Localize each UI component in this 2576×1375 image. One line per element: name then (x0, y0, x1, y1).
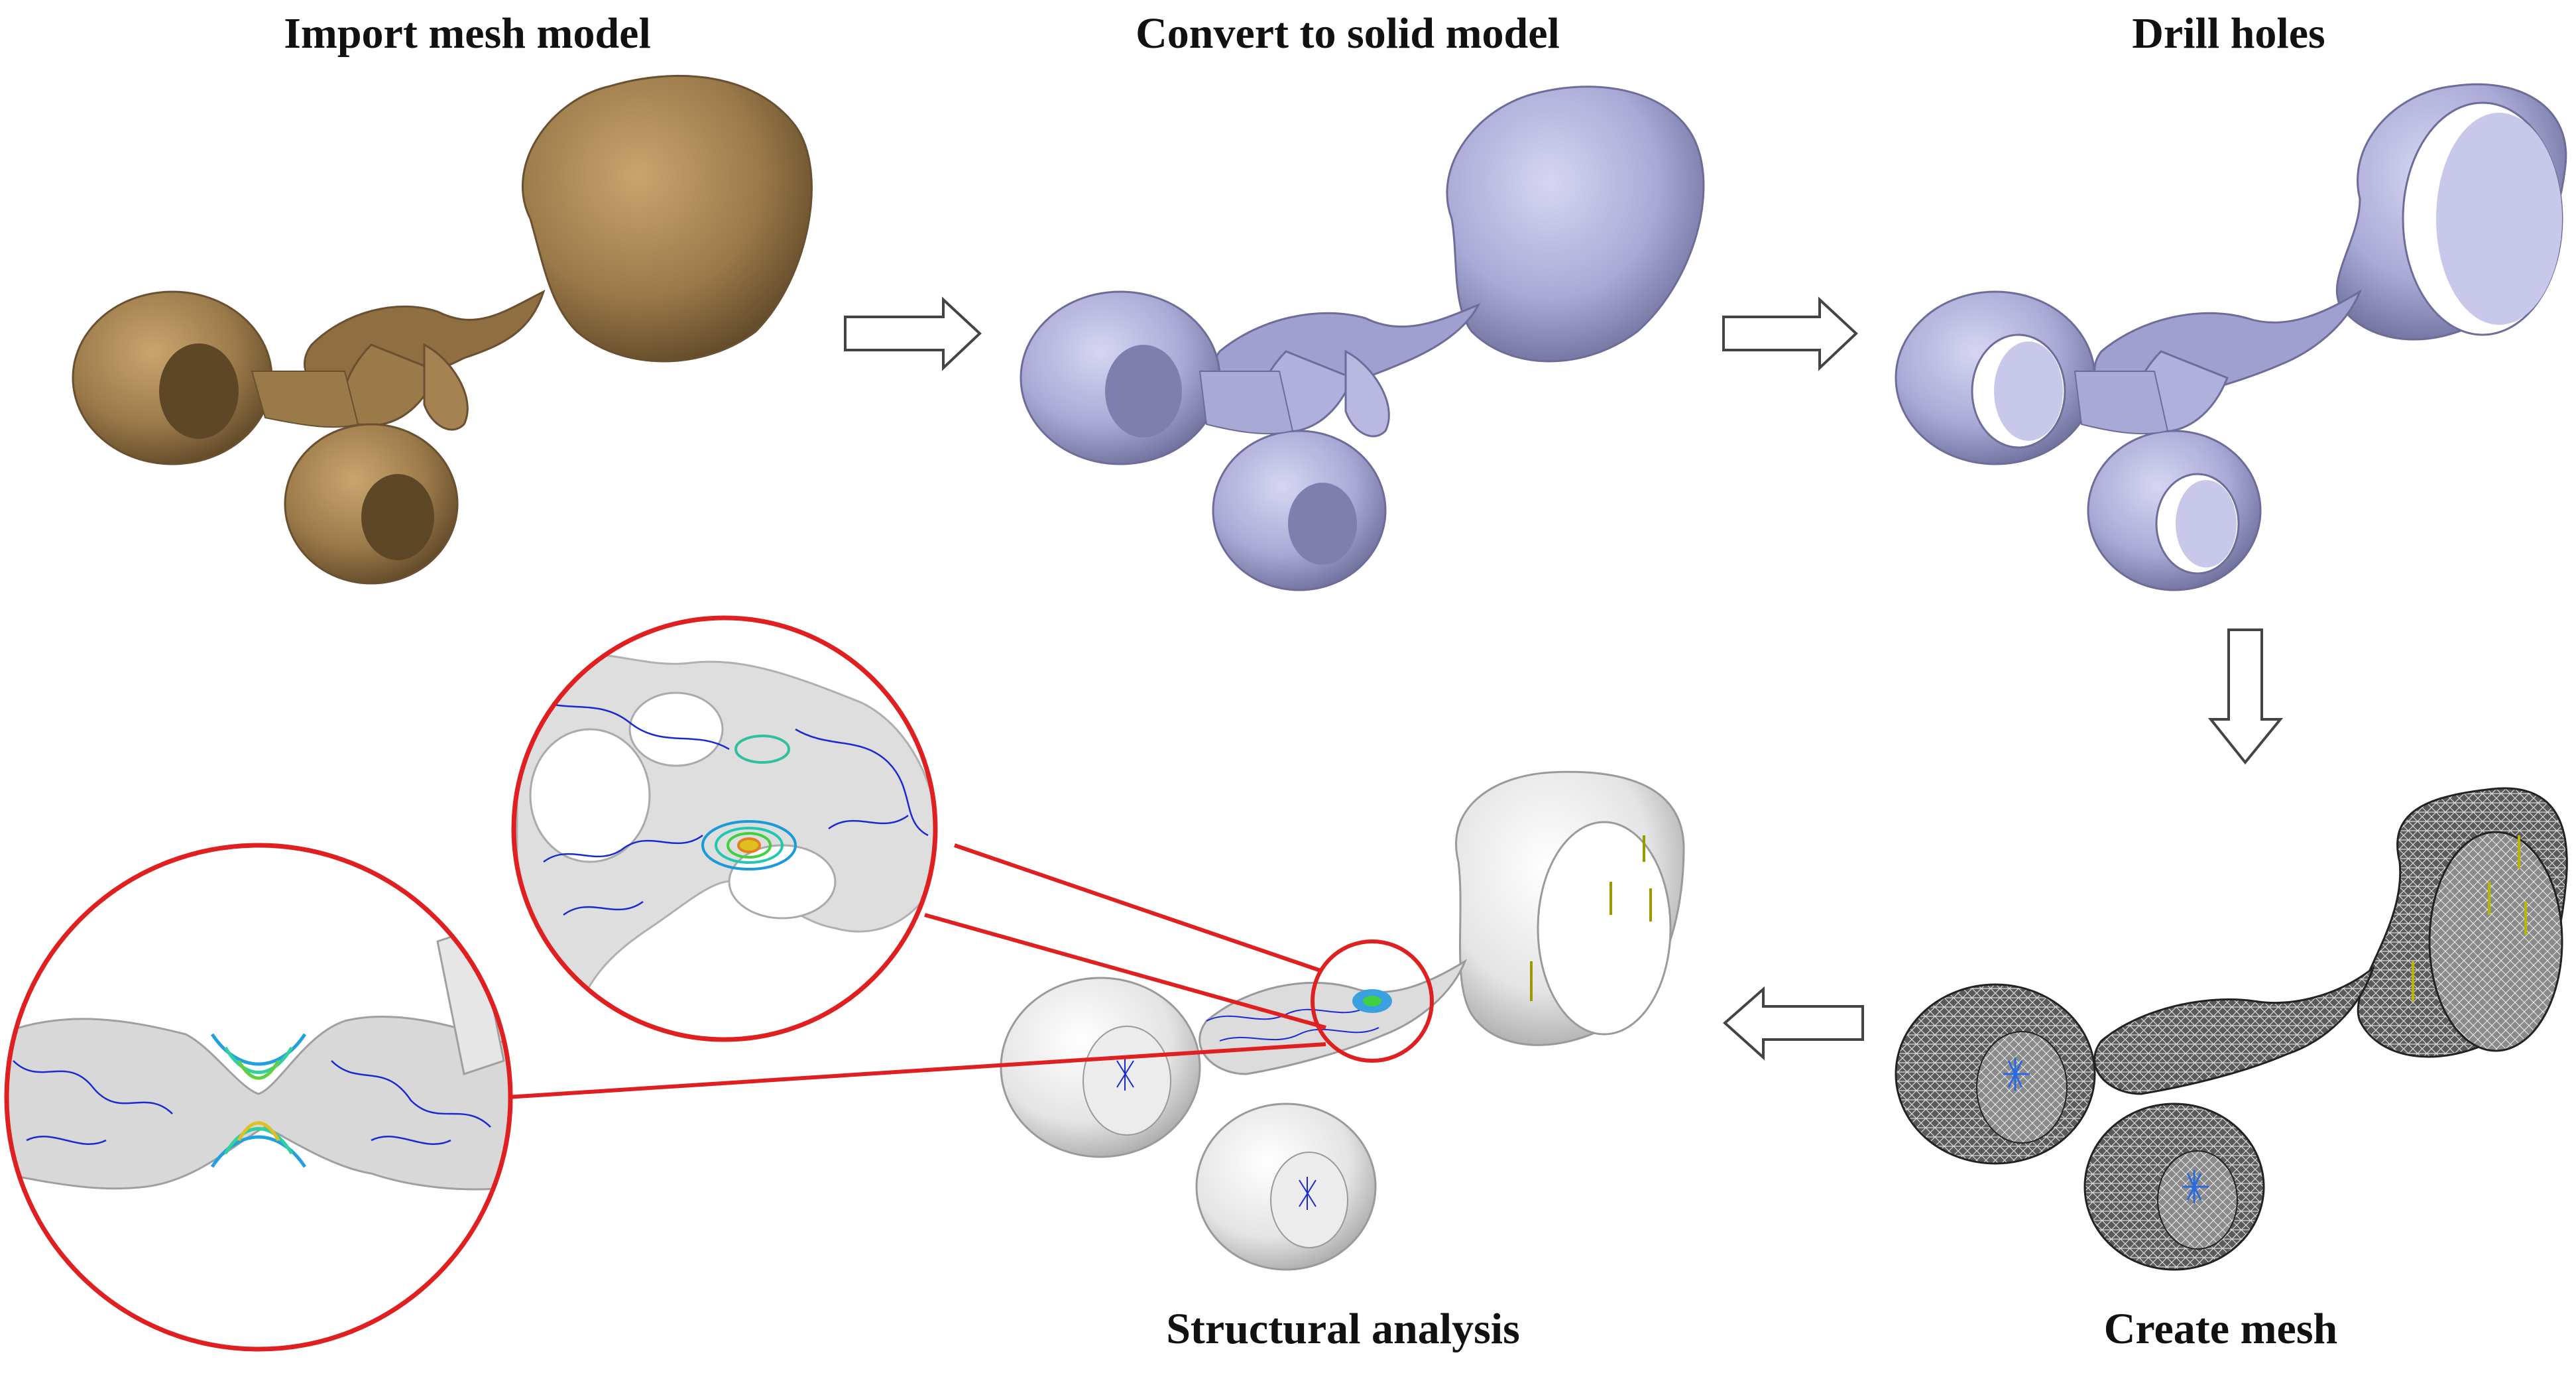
zoom-connector-3 (506, 1042, 1326, 1099)
zoom-connector-2 (924, 913, 1326, 1030)
arrow-right-1 (844, 296, 982, 371)
meshed-model (1895, 787, 2568, 1271)
zoom-detail-2 (4, 843, 513, 1352)
stress-contours (1116, 1007, 1379, 1210)
mesh-model-brown (72, 74, 813, 585)
step-label-import: Import mesh model (284, 9, 651, 58)
zoom-source-circle (1311, 939, 1434, 1063)
step-label-mesh: Create mesh (2103, 1305, 2338, 1353)
step-label-convert: Convert to solid model (1136, 9, 1560, 58)
zoom-detail-1 (511, 615, 938, 1042)
arrow-right-2 (1722, 296, 1858, 371)
stress-hotspot (1352, 989, 1392, 1013)
load-arrows (2412, 835, 2527, 1001)
step-label-drill: Drill holes (2132, 9, 2325, 58)
drilled-model (1895, 83, 2567, 591)
zoom-connector-1 (954, 843, 1323, 973)
constraint-marks (2003, 1057, 2209, 1203)
arrow-down (2207, 628, 2284, 765)
arrow-left (1722, 986, 1864, 1061)
step-label-analysis: Structural analysis (1166, 1305, 1520, 1353)
solid-model (1020, 86, 1705, 591)
analysis-model (1000, 770, 1685, 1271)
load-arrows-analysis (1530, 835, 1652, 1001)
